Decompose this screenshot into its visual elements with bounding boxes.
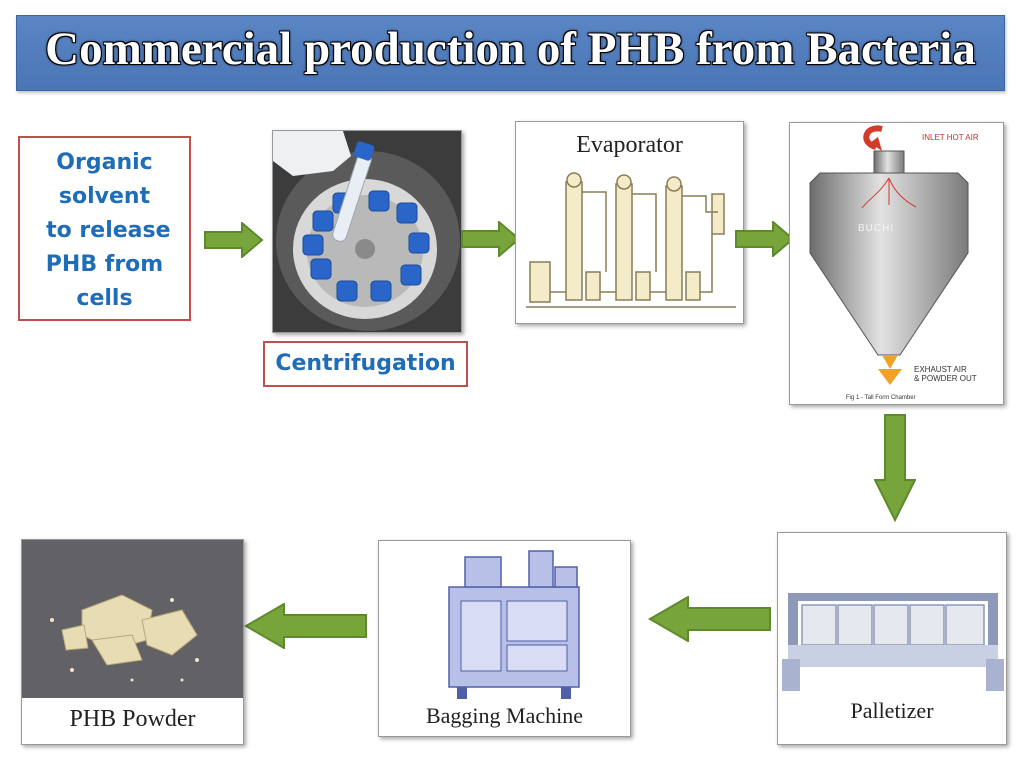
exhaust-label-1: EXHAUST AIR: [914, 365, 967, 374]
figure-note: Fig 1 - Tall Form Chamber: [846, 395, 916, 401]
down-arrow-icon: [874, 414, 916, 522]
right-arrow-icon: [735, 221, 795, 257]
left-arrow-icon: [648, 596, 771, 642]
chamber-brand-label: BUCHI: [858, 223, 895, 234]
spray-dryer-panel: INLET HOT AIR BUCHI EXHAUST AIR & POWDER…: [789, 122, 1004, 405]
palletizer-panel: Palletizer: [777, 532, 1007, 745]
page-title: Commercial production of PHB from Bacter…: [45, 23, 976, 75]
evaporator-panel: Evaporator: [515, 121, 744, 324]
exhaust-label-2: & POWDER OUT: [914, 374, 977, 383]
centrifuge-illustration: [273, 131, 461, 332]
palletizer-caption: Palletizer: [850, 698, 934, 723]
solvent-line-3: to release: [38, 218, 171, 243]
phb-powder-photo: [22, 540, 243, 744]
centrifugation-label: Centrifugation: [275, 351, 456, 376]
evaporator-illustration: [526, 172, 736, 308]
spray-dryer-illustration: [809, 125, 969, 385]
phb-powder-caption: PHB Powder: [69, 706, 196, 732]
solvent-line-5: cells: [76, 286, 133, 311]
centrifuge-photo: [272, 130, 462, 333]
solvent-line-4: PHB from: [45, 252, 164, 277]
bagging-machine-panel: Bagging Machine: [378, 540, 631, 737]
solvent-line-1: Organic: [56, 150, 153, 175]
evaporator-caption: Evaporator: [576, 132, 683, 158]
bagging-machine-caption: Bagging Machine: [425, 703, 584, 728]
bagging-machine-illustration: [448, 550, 580, 699]
inlet-hot-air-label: INLET HOT AIR: [922, 133, 979, 142]
right-arrow-icon: [204, 222, 264, 258]
title-banner: Commercial production of PHB from Bacter…: [16, 15, 1005, 91]
palletizer-illustration: [778, 533, 1006, 744]
right-arrow-icon: [461, 221, 521, 257]
solvent-step-box: Organic solvent to release PHB from cell…: [18, 136, 191, 321]
centrifugation-label-box: Centrifugation: [263, 341, 468, 387]
solvent-line-2: solvent: [58, 184, 151, 209]
left-arrow-icon: [244, 603, 367, 649]
phb-powder-panel: PHB Powder: [21, 539, 244, 745]
